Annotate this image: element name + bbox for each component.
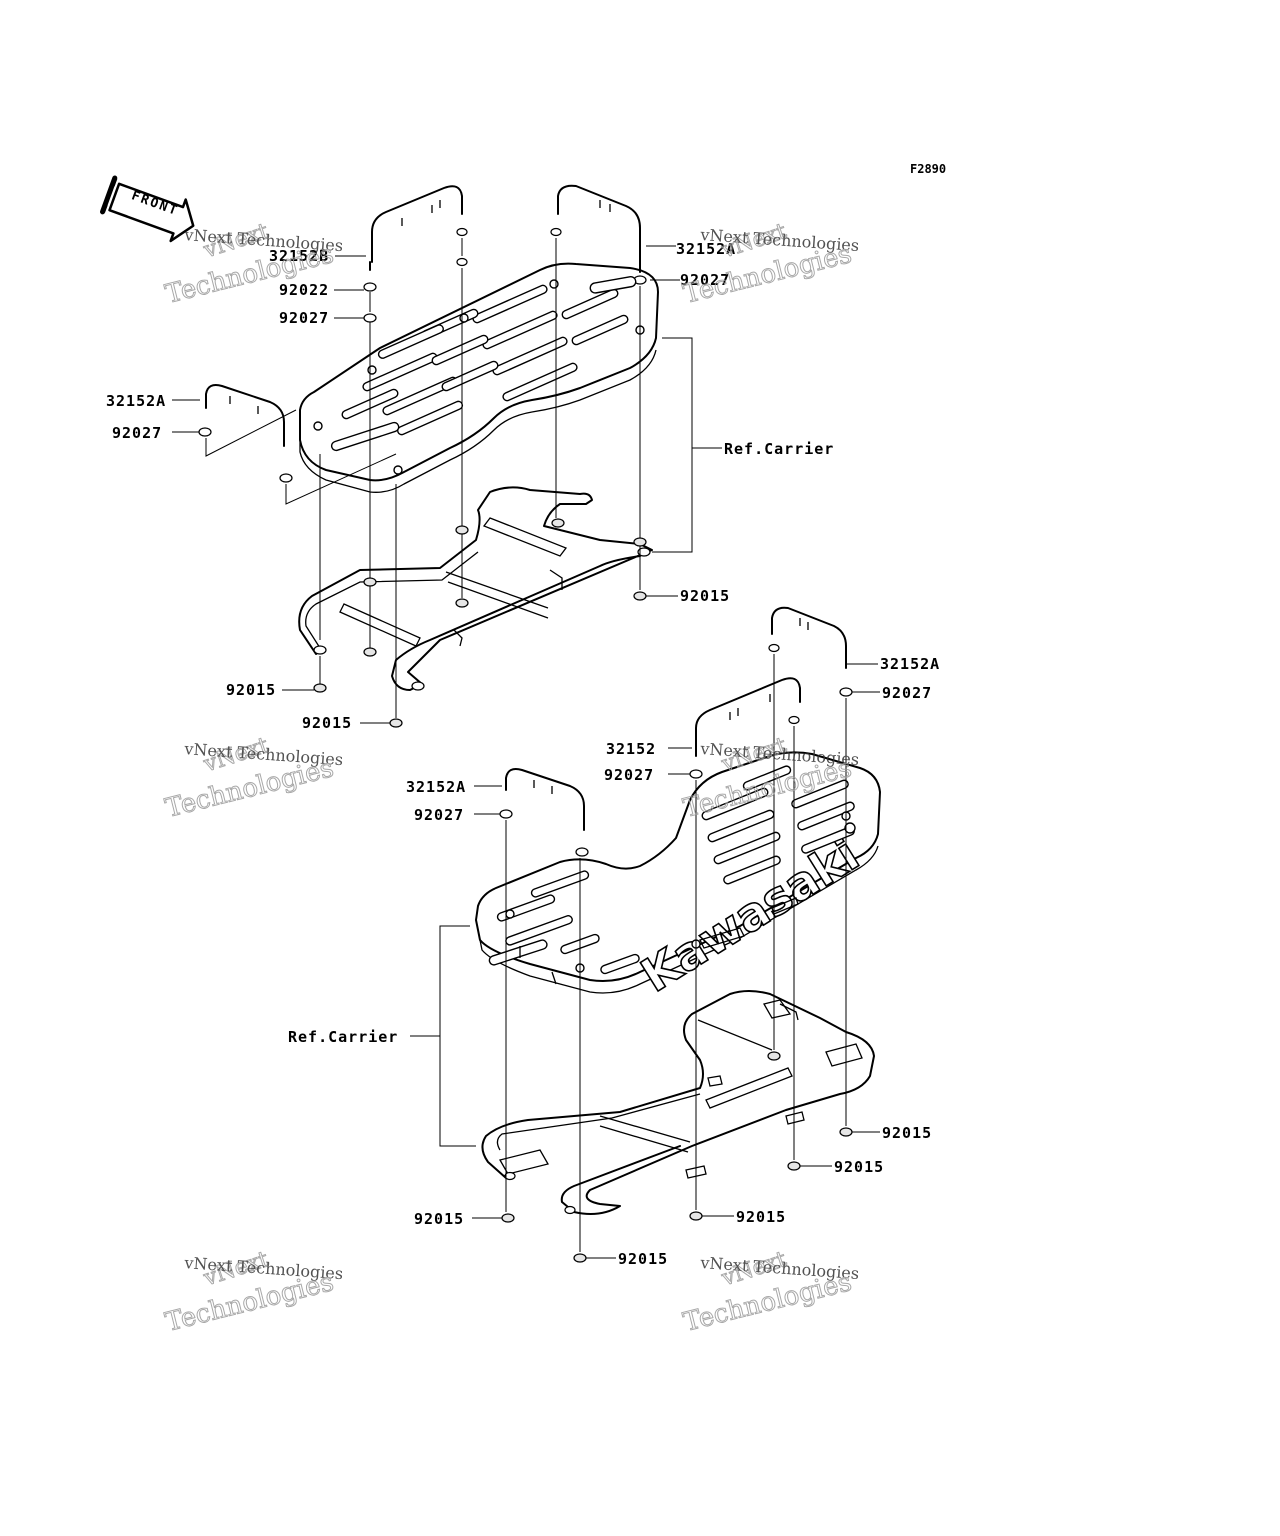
- label-32152A-top-left: 32152A: [106, 392, 166, 410]
- label-32152A-top-right: 32152A: [676, 240, 736, 258]
- label-92027-bottom-center: 92027: [604, 766, 654, 784]
- bottom-center-grab-bar: [695, 677, 801, 757]
- label-92027-top-right: 92027: [680, 271, 730, 289]
- label-ref-carrier-top: Ref.Carrier: [724, 440, 834, 458]
- label-92027-bottom-left: 92027: [414, 806, 464, 824]
- top-rack-assembly: [172, 184, 722, 728]
- front-arrow-label: FRONT: [129, 188, 180, 219]
- label-32152B: 32152B: [269, 247, 329, 265]
- bottom-carrier-plate: [475, 751, 881, 982]
- label-92015-top-bottom: 92015: [302, 714, 352, 732]
- top-rear-grab-bar: [371, 185, 463, 263]
- label-92015-bottom-bottom: 92015: [618, 1250, 668, 1268]
- label-92027-bottom-right: 92027: [882, 684, 932, 702]
- bottom-rack-assembly: Kawasaki: [410, 606, 881, 1263]
- bottom-left-grab-bar: [505, 768, 585, 831]
- label-ref-carrier-bottom: Ref.Carrier: [288, 1028, 398, 1046]
- label-92022: 92022: [279, 281, 329, 299]
- label-92015-top-right: 92015: [680, 587, 730, 605]
- top-right-grab-bar: [557, 184, 641, 263]
- top-carrier-frame: [298, 486, 653, 691]
- bottom-right-grab-bar: [771, 606, 847, 669]
- label-32152A-bottom-left: 32152A: [406, 778, 466, 796]
- front-arrow-icon: [99, 175, 195, 243]
- label-92027-top-left: 92027: [112, 424, 162, 442]
- top-carrier-plate: [299, 262, 659, 482]
- top-plate-slots: [313, 276, 645, 475]
- bottom-plate-slots: [488, 765, 856, 975]
- label-32152A-bottom-right: 32152A: [880, 655, 940, 673]
- kawasaki-logo-text: Kawasaki: [632, 827, 868, 1003]
- figure-code: F2890: [910, 162, 946, 176]
- label-92015-top-left: 92015: [226, 681, 276, 699]
- watermark-bottom-left: vNext vNext Technologies Technologies: [162, 1247, 344, 1339]
- watermark-top-right: vNext vNext Technologies Technologies: [680, 219, 860, 311]
- label-92015-bottom-mid: 92015: [736, 1208, 786, 1226]
- label-92015-bottom-left: 92015: [414, 1210, 464, 1228]
- watermark-middle-left: vNext vNext Technologies Technologies: [162, 733, 344, 825]
- label-92015-bottom-right: 92015: [882, 1124, 932, 1142]
- bottom-carrier-frame: [481, 990, 875, 1215]
- label-92027-top: 92027: [279, 309, 329, 327]
- top-left-grab-bar: [205, 384, 285, 447]
- label-92015-bottom-right2: 92015: [834, 1158, 884, 1176]
- label-32152-bottom-center: 32152: [606, 740, 656, 758]
- watermark-bottom-right: vNext vNext Technologies Technologies: [680, 1247, 860, 1339]
